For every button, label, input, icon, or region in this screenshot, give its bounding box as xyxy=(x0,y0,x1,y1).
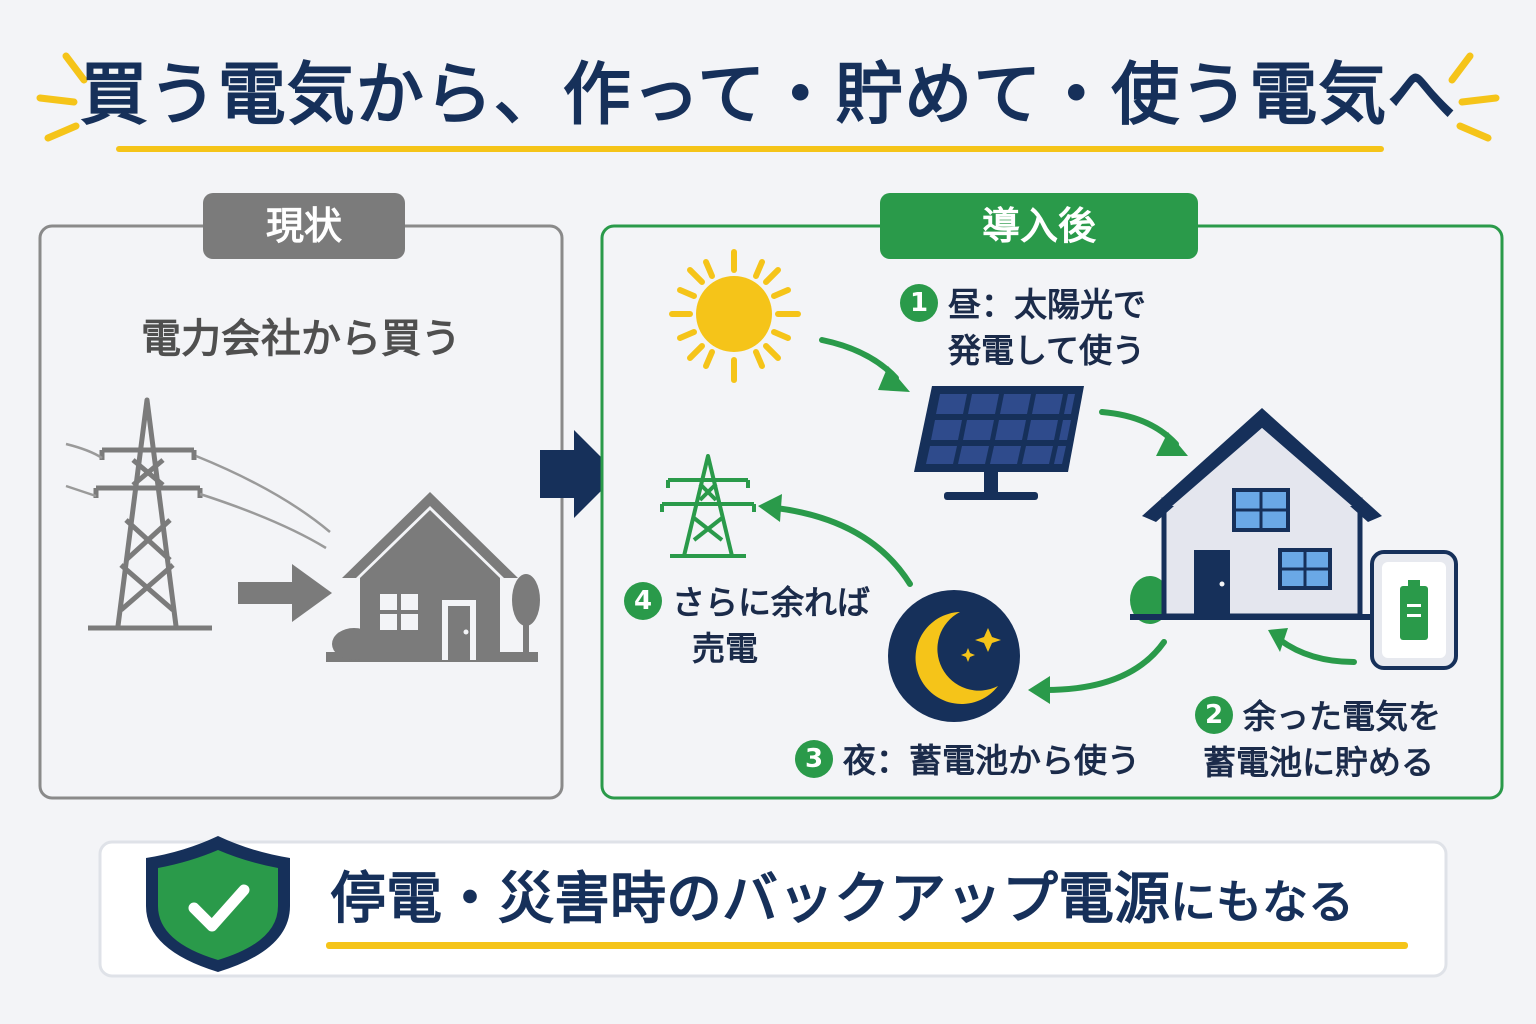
shield-check-icon xyxy=(146,836,290,972)
before-subtitle: 電力会社から買う xyxy=(141,316,461,362)
backup-message: 停電・災害時のバックアップ電源にもなる xyxy=(330,860,1410,942)
step-text: 余った電気を 蓄電池に貯める xyxy=(1203,694,1441,786)
solar-panel-icon xyxy=(914,386,1084,500)
step-line: 売電 xyxy=(692,629,758,668)
step-line: 余った電気を xyxy=(1243,697,1441,736)
step-line: 夜：蓄電池から使う xyxy=(843,741,1140,780)
arrow-right-icon xyxy=(238,564,332,622)
step-text: 夜：蓄電池から使う xyxy=(843,738,1140,784)
step-1: 1 昼：太陽光で 発電して使う xyxy=(900,282,1146,374)
backup-message-main: 停電・災害時のバックアップ電源 xyxy=(330,867,1170,932)
step-number: 4 xyxy=(624,582,662,620)
step-line: 発電して使う xyxy=(948,331,1146,370)
power-lines xyxy=(65,442,331,550)
battery-icon xyxy=(1370,550,1458,670)
flow-arrowheads xyxy=(758,366,1288,704)
step-text: 昼：太陽光で 発電して使う xyxy=(948,282,1146,374)
step-number: 3 xyxy=(795,740,833,778)
transition-arrow-icon xyxy=(540,430,618,518)
power-tower-icon xyxy=(660,454,756,558)
sun-icon xyxy=(669,249,801,383)
banner-underline xyxy=(326,942,1408,949)
step-line: 蓄電池に貯める xyxy=(1203,743,1434,782)
step-line: 昼：太陽光で xyxy=(948,285,1146,324)
step-number: 2 xyxy=(1195,696,1233,734)
power-tower-icon xyxy=(88,397,212,631)
after-tag: 導入後 xyxy=(880,193,1198,259)
sparkle-right-icon xyxy=(1448,52,1500,142)
step-2: 2 余った電気を 蓄電池に貯める xyxy=(1195,694,1441,786)
step-3: 3 夜：蓄電池から使う xyxy=(795,738,1140,784)
step-text: さらに余れば 売電 xyxy=(672,580,870,672)
step-4: 4 さらに余れば 売電 xyxy=(624,580,870,672)
flow-arrows xyxy=(773,337,1357,693)
step-number: 1 xyxy=(900,284,938,322)
moon-icon xyxy=(888,590,1020,722)
backup-message-tail: にもなる xyxy=(1170,875,1354,929)
page-title: 買う電気から、作って・貯めて・使う電気へ xyxy=(79,56,1457,135)
step-line: さらに余れば xyxy=(672,583,870,622)
title-underline xyxy=(116,146,1384,152)
sparkle-left-icon xyxy=(36,52,88,142)
house-icon xyxy=(326,492,540,662)
before-tag: 現状 xyxy=(203,193,405,259)
house-icon xyxy=(1130,408,1382,624)
